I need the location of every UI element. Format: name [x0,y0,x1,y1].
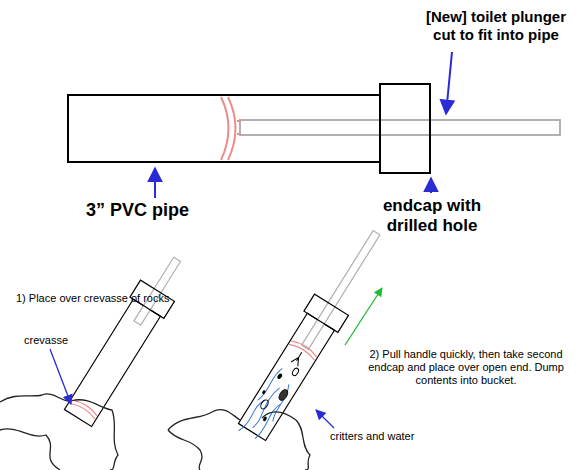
part-label: 3” PVC pipe [86,200,236,222]
callout-label: critters and water [330,430,450,443]
plunger-handle [240,120,560,135]
leader-line [50,349,71,404]
pipe-assembly [68,84,560,173]
rocks [0,394,118,470]
plunger-cup [221,97,241,160]
leader-line [154,168,156,198]
part-label: [New] toilet plunger cut to fit into pip… [420,8,572,44]
leader-line [316,410,334,428]
pull-arrow [345,288,382,345]
leader-line [430,178,432,193]
callout-label: crevasse [24,334,104,347]
pipe-scene-2 [232,222,394,448]
leader-line [446,52,452,114]
part-label: endcap with drilled hole [372,196,492,237]
pipe-scene-1 [61,249,194,429]
rocks [168,410,310,470]
step-note: 1) Place over crevasse of rocks [16,292,216,305]
step-note: 2) Pull handle quickly, then take second… [366,348,566,388]
endcap [380,84,430,173]
